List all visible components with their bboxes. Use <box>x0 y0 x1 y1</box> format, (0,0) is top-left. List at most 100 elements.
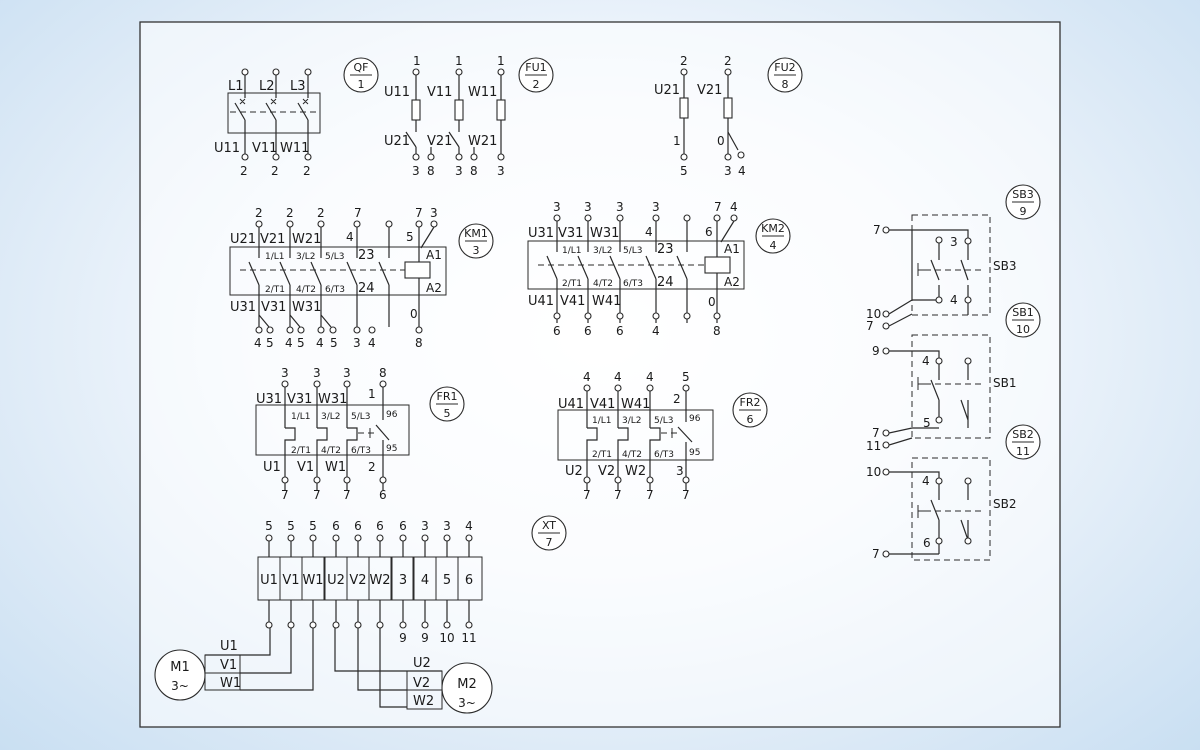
svg-text:7: 7 <box>614 488 622 502</box>
km2-contactor: 3 3 3 3 7 4 U31 V31 W31 4 6 1/L1 3/L2 5/… <box>527 200 745 338</box>
svg-text:7: 7 <box>546 536 553 549</box>
qf-breaker: L1 L2 L3 U11 V11 W11 2 2 2 <box>214 68 321 178</box>
svg-text:W31: W31 <box>590 226 619 241</box>
xt-top-num: 5 <box>309 519 317 533</box>
svg-text:4: 4 <box>614 370 622 384</box>
xt-cell-label: U1 <box>260 573 278 588</box>
svg-text:V2: V2 <box>413 676 430 691</box>
svg-text:5: 5 <box>923 416 931 430</box>
svg-text:7: 7 <box>682 488 690 502</box>
svg-text:V31: V31 <box>287 392 312 407</box>
svg-text:W2: W2 <box>625 464 646 479</box>
svg-text:7: 7 <box>313 488 321 502</box>
svg-text:5: 5 <box>266 336 274 350</box>
svg-text:6/T3: 6/T3 <box>325 285 345 295</box>
fu2-in-v21: V21 <box>697 83 722 98</box>
svg-text:3~: 3~ <box>171 679 189 693</box>
svg-text:1: 1 <box>497 54 505 68</box>
xt-strip-body <box>257 556 483 601</box>
km1-contactor: 2 2 2 7 7 3 U21 V21 W21 4 5 1/L1 3/L2 5/… <box>229 206 447 350</box>
svg-text:3: 3 <box>950 235 958 249</box>
svg-text:U31: U31 <box>528 226 554 241</box>
svg-text:5: 5 <box>406 230 414 244</box>
xt-cell-label: U2 <box>327 573 345 588</box>
svg-text:FU2: FU2 <box>774 61 795 74</box>
qf-bot-v11: V11 <box>252 141 277 156</box>
xt-tag: XT 7 <box>531 515 567 551</box>
svg-text:3: 3 <box>281 366 289 380</box>
svg-text:10: 10 <box>866 465 881 479</box>
svg-text:4: 4 <box>646 370 654 384</box>
svg-text:4/T2: 4/T2 <box>593 279 613 289</box>
qf-bot-u11: U11 <box>214 141 240 156</box>
svg-text:3: 3 <box>343 366 351 380</box>
svg-text:W41: W41 <box>621 397 650 412</box>
svg-text:7: 7 <box>714 200 722 214</box>
svg-text:4: 4 <box>738 164 746 178</box>
svg-text:1/L1: 1/L1 <box>291 412 311 422</box>
svg-text:V2: V2 <box>598 464 615 479</box>
svg-text:23: 23 <box>358 248 375 263</box>
svg-text:95: 95 <box>386 444 397 454</box>
svg-text:24: 24 <box>657 275 674 290</box>
svg-text:4: 4 <box>652 324 660 338</box>
svg-text:0: 0 <box>717 134 725 148</box>
svg-text:2/T1: 2/T1 <box>592 450 612 460</box>
svg-text:4: 4 <box>368 336 376 350</box>
svg-text:7: 7 <box>354 206 362 220</box>
xt-cell-label: V1 <box>282 573 299 588</box>
svg-text:KM1: KM1 <box>464 227 488 240</box>
svg-text:24: 24 <box>358 281 375 296</box>
svg-text:FR1: FR1 <box>437 390 458 403</box>
fu1-in-w11: W11 <box>468 85 497 100</box>
fu1-pole: 1 <box>405 54 421 161</box>
svg-text:W31: W31 <box>318 392 347 407</box>
svg-text:5: 5 <box>444 407 451 420</box>
sb3-button: SB3 9 7 3 4 SB3 10 7 <box>866 184 1041 333</box>
svg-text:8: 8 <box>379 366 387 380</box>
fu1-fuses: 1 1 1 U11 V11 W11 U21 V21 W21 3 8 <box>384 54 506 178</box>
svg-text:3: 3 <box>553 200 561 214</box>
xt-top-num: 3 <box>421 519 429 533</box>
svg-text:5: 5 <box>330 336 338 350</box>
svg-text:2: 2 <box>533 78 540 91</box>
svg-text:3: 3 <box>353 336 361 350</box>
fr2-tag: FR2 6 <box>732 392 768 428</box>
svg-text:6: 6 <box>616 324 624 338</box>
qf-num: 2 <box>240 164 248 178</box>
drawing-sheet <box>139 21 1061 728</box>
svg-text:4: 4 <box>583 370 591 384</box>
svg-text:8: 8 <box>427 164 435 178</box>
svg-text:8: 8 <box>782 78 789 91</box>
svg-text:U31: U31 <box>256 392 282 407</box>
svg-text:4/T2: 4/T2 <box>321 446 341 456</box>
xt-top-num: 3 <box>443 519 451 533</box>
svg-text:QF: QF <box>354 61 369 74</box>
svg-text:1: 1 <box>413 54 421 68</box>
svg-text:SB1: SB1 <box>1012 306 1034 319</box>
xt-top-num: 6 <box>376 519 384 533</box>
svg-text:1: 1 <box>673 134 681 148</box>
xt-top-num: 4 <box>465 519 473 533</box>
svg-text:4: 4 <box>645 225 653 239</box>
svg-text:1/L1: 1/L1 <box>592 416 612 426</box>
svg-text:U2: U2 <box>413 656 431 671</box>
svg-text:W2: W2 <box>413 694 434 709</box>
svg-text:7: 7 <box>872 547 880 561</box>
svg-text:3/L2: 3/L2 <box>622 416 642 426</box>
svg-text:U21: U21 <box>230 232 256 247</box>
svg-text:3: 3 <box>430 206 438 220</box>
xt-top-num: 5 <box>265 519 273 533</box>
svg-text:1/L1: 1/L1 <box>265 252 285 262</box>
svg-text:5: 5 <box>297 336 305 350</box>
svg-text:6: 6 <box>584 324 592 338</box>
svg-text:4: 4 <box>770 239 777 252</box>
xt-cell-label: 5 <box>443 573 451 588</box>
fu2-fuses: 2 2 U21 V21 1 0 5 3 4 <box>654 54 746 178</box>
svg-text:3/L2: 3/L2 <box>296 252 316 262</box>
xt-cell-label: W1 <box>302 573 323 588</box>
svg-text:0: 0 <box>410 307 418 321</box>
